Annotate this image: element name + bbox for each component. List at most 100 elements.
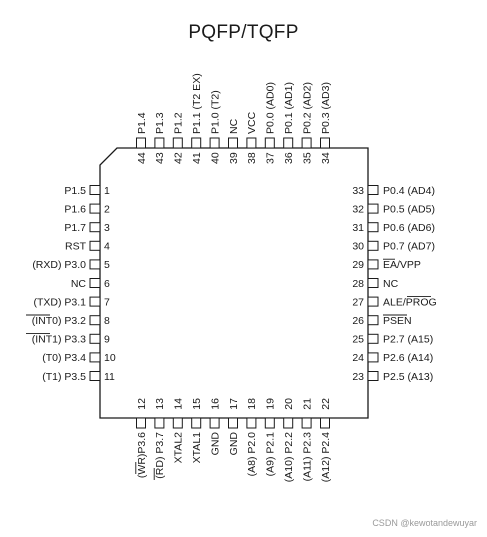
pin-number: 31 [352, 222, 364, 234]
pin-label: ALE/PROG [383, 296, 437, 308]
pin-number: 24 [352, 352, 364, 364]
pin-stub [209, 137, 220, 149]
pin-label: P2.6 (A14) [383, 352, 433, 364]
pin-label: (RD) P3.7 [154, 432, 166, 479]
pin-stub [89, 203, 101, 214]
pin-number: 21 [301, 398, 313, 410]
pin-stub [367, 371, 379, 381]
pin-label: NC [228, 118, 240, 134]
pin-number: 27 [352, 296, 364, 308]
pin-label: (A12) P2.4 [320, 432, 332, 482]
pin-label: P2.5 (A13) [383, 371, 433, 383]
pin-number: 39 [228, 152, 240, 164]
pin-label: XTAL2 [173, 432, 185, 463]
pin-stub [228, 137, 238, 149]
pin-stub [367, 352, 379, 363]
pin-number: 44 [136, 152, 148, 164]
pin-stub [89, 222, 101, 233]
pin-label: P1.5 [64, 185, 86, 197]
pin-stub [320, 417, 330, 429]
pin-label-group: (A11) P2.3 [301, 432, 313, 482]
pin-label: NC [383, 278, 399, 290]
pin-stub [301, 417, 312, 429]
pin-number: 20 [283, 398, 295, 410]
pin-stub [89, 352, 101, 363]
pin-label: P2.7 (A15) [383, 334, 433, 346]
pin-label: P0.1 (AD1) [283, 82, 295, 134]
pin-number: 43 [154, 152, 166, 164]
pin-label: (RXD) P3.0 [32, 259, 86, 271]
pin-label: EA/VPP [383, 259, 421, 271]
pin-number: 28 [352, 278, 364, 290]
pin-label-group: (RD) P3.7 [153, 432, 166, 480]
pin-number: 2 [104, 203, 110, 215]
pin-label: P1.0 (T2) [209, 90, 221, 134]
pin-stub [172, 137, 183, 149]
pin-number: 4 [104, 241, 110, 253]
pin-stub [191, 137, 202, 149]
pin-label: P0.2 (AD2) [301, 82, 313, 134]
pin-label: P0.7 (AD7) [383, 241, 435, 253]
pin-label-group: GND [228, 432, 240, 456]
pin-number: 42 [173, 152, 185, 164]
pin-label: P0.4 (AD4) [383, 185, 435, 197]
pin-stub [367, 296, 379, 307]
pin-label: (WR)P3.6 [136, 432, 148, 478]
pin-number: 19 [265, 398, 277, 410]
pin-number: 1 [104, 185, 110, 197]
pin-number: 12 [136, 398, 148, 410]
pin-number: 8 [104, 315, 110, 327]
pin-stub [367, 259, 379, 270]
pin-number: 11 [104, 371, 115, 383]
pin-stub [367, 333, 379, 344]
pin-number: 34 [320, 152, 332, 164]
pin-stub [301, 137, 312, 149]
pin-stub [191, 417, 202, 429]
pin-label-group: (A8) P2.0 [246, 432, 258, 477]
pin-number: 41 [191, 152, 203, 164]
pin-label: PSEN [383, 315, 412, 327]
chip-body [99, 147, 369, 419]
pin-number: 16 [209, 398, 221, 410]
pin-number: 25 [352, 334, 364, 346]
pin-label-group: (A10) P2.2 [283, 432, 295, 482]
pin-label: (TXD) P3.1 [33, 296, 86, 308]
pin-number: 3 [104, 222, 110, 234]
pin-label: P0.6 (AD6) [383, 222, 435, 234]
pin-stub [89, 259, 101, 270]
pin-stub [89, 185, 101, 195]
pin-stub [154, 137, 165, 149]
pin-stub [89, 333, 101, 344]
pin-stub [228, 417, 238, 429]
pin-label-group: (A12) P2.4 [320, 432, 332, 482]
pin-number: 26 [352, 315, 364, 327]
pin-label: (A11) P2.3 [301, 432, 313, 482]
pin-label: (A9) P2.1 [265, 432, 277, 477]
pin-number: 14 [173, 398, 185, 410]
pin-number: 22 [320, 398, 332, 410]
pin-label: P1.7 [64, 222, 86, 234]
pin-stub [367, 185, 379, 195]
pin-label: P1.2 [173, 112, 185, 134]
pin-stub [89, 296, 101, 307]
pin-label: (INT0) P3.2 [32, 315, 86, 327]
pin-label: (A8) P2.0 [246, 432, 258, 477]
pin-stub [89, 371, 101, 381]
pin-label: (INT1) P3.3 [32, 334, 86, 346]
pin-number: 35 [301, 152, 313, 164]
pin-stub [209, 417, 220, 429]
pin-stub [172, 417, 183, 429]
pin-number: 33 [352, 185, 364, 197]
pin-stub [154, 417, 165, 429]
watermark: CSDN @kewotandewuyar [372, 518, 477, 528]
pin-label: NC [71, 278, 87, 290]
pin-number: 5 [104, 259, 110, 271]
pin-label: (T0) P3.4 [42, 352, 86, 364]
pin-number: 29 [352, 259, 364, 271]
pin-label: P1.1 (T2 EX) [191, 73, 203, 134]
pin-number: 9 [104, 334, 110, 346]
pin-stub [264, 417, 275, 429]
